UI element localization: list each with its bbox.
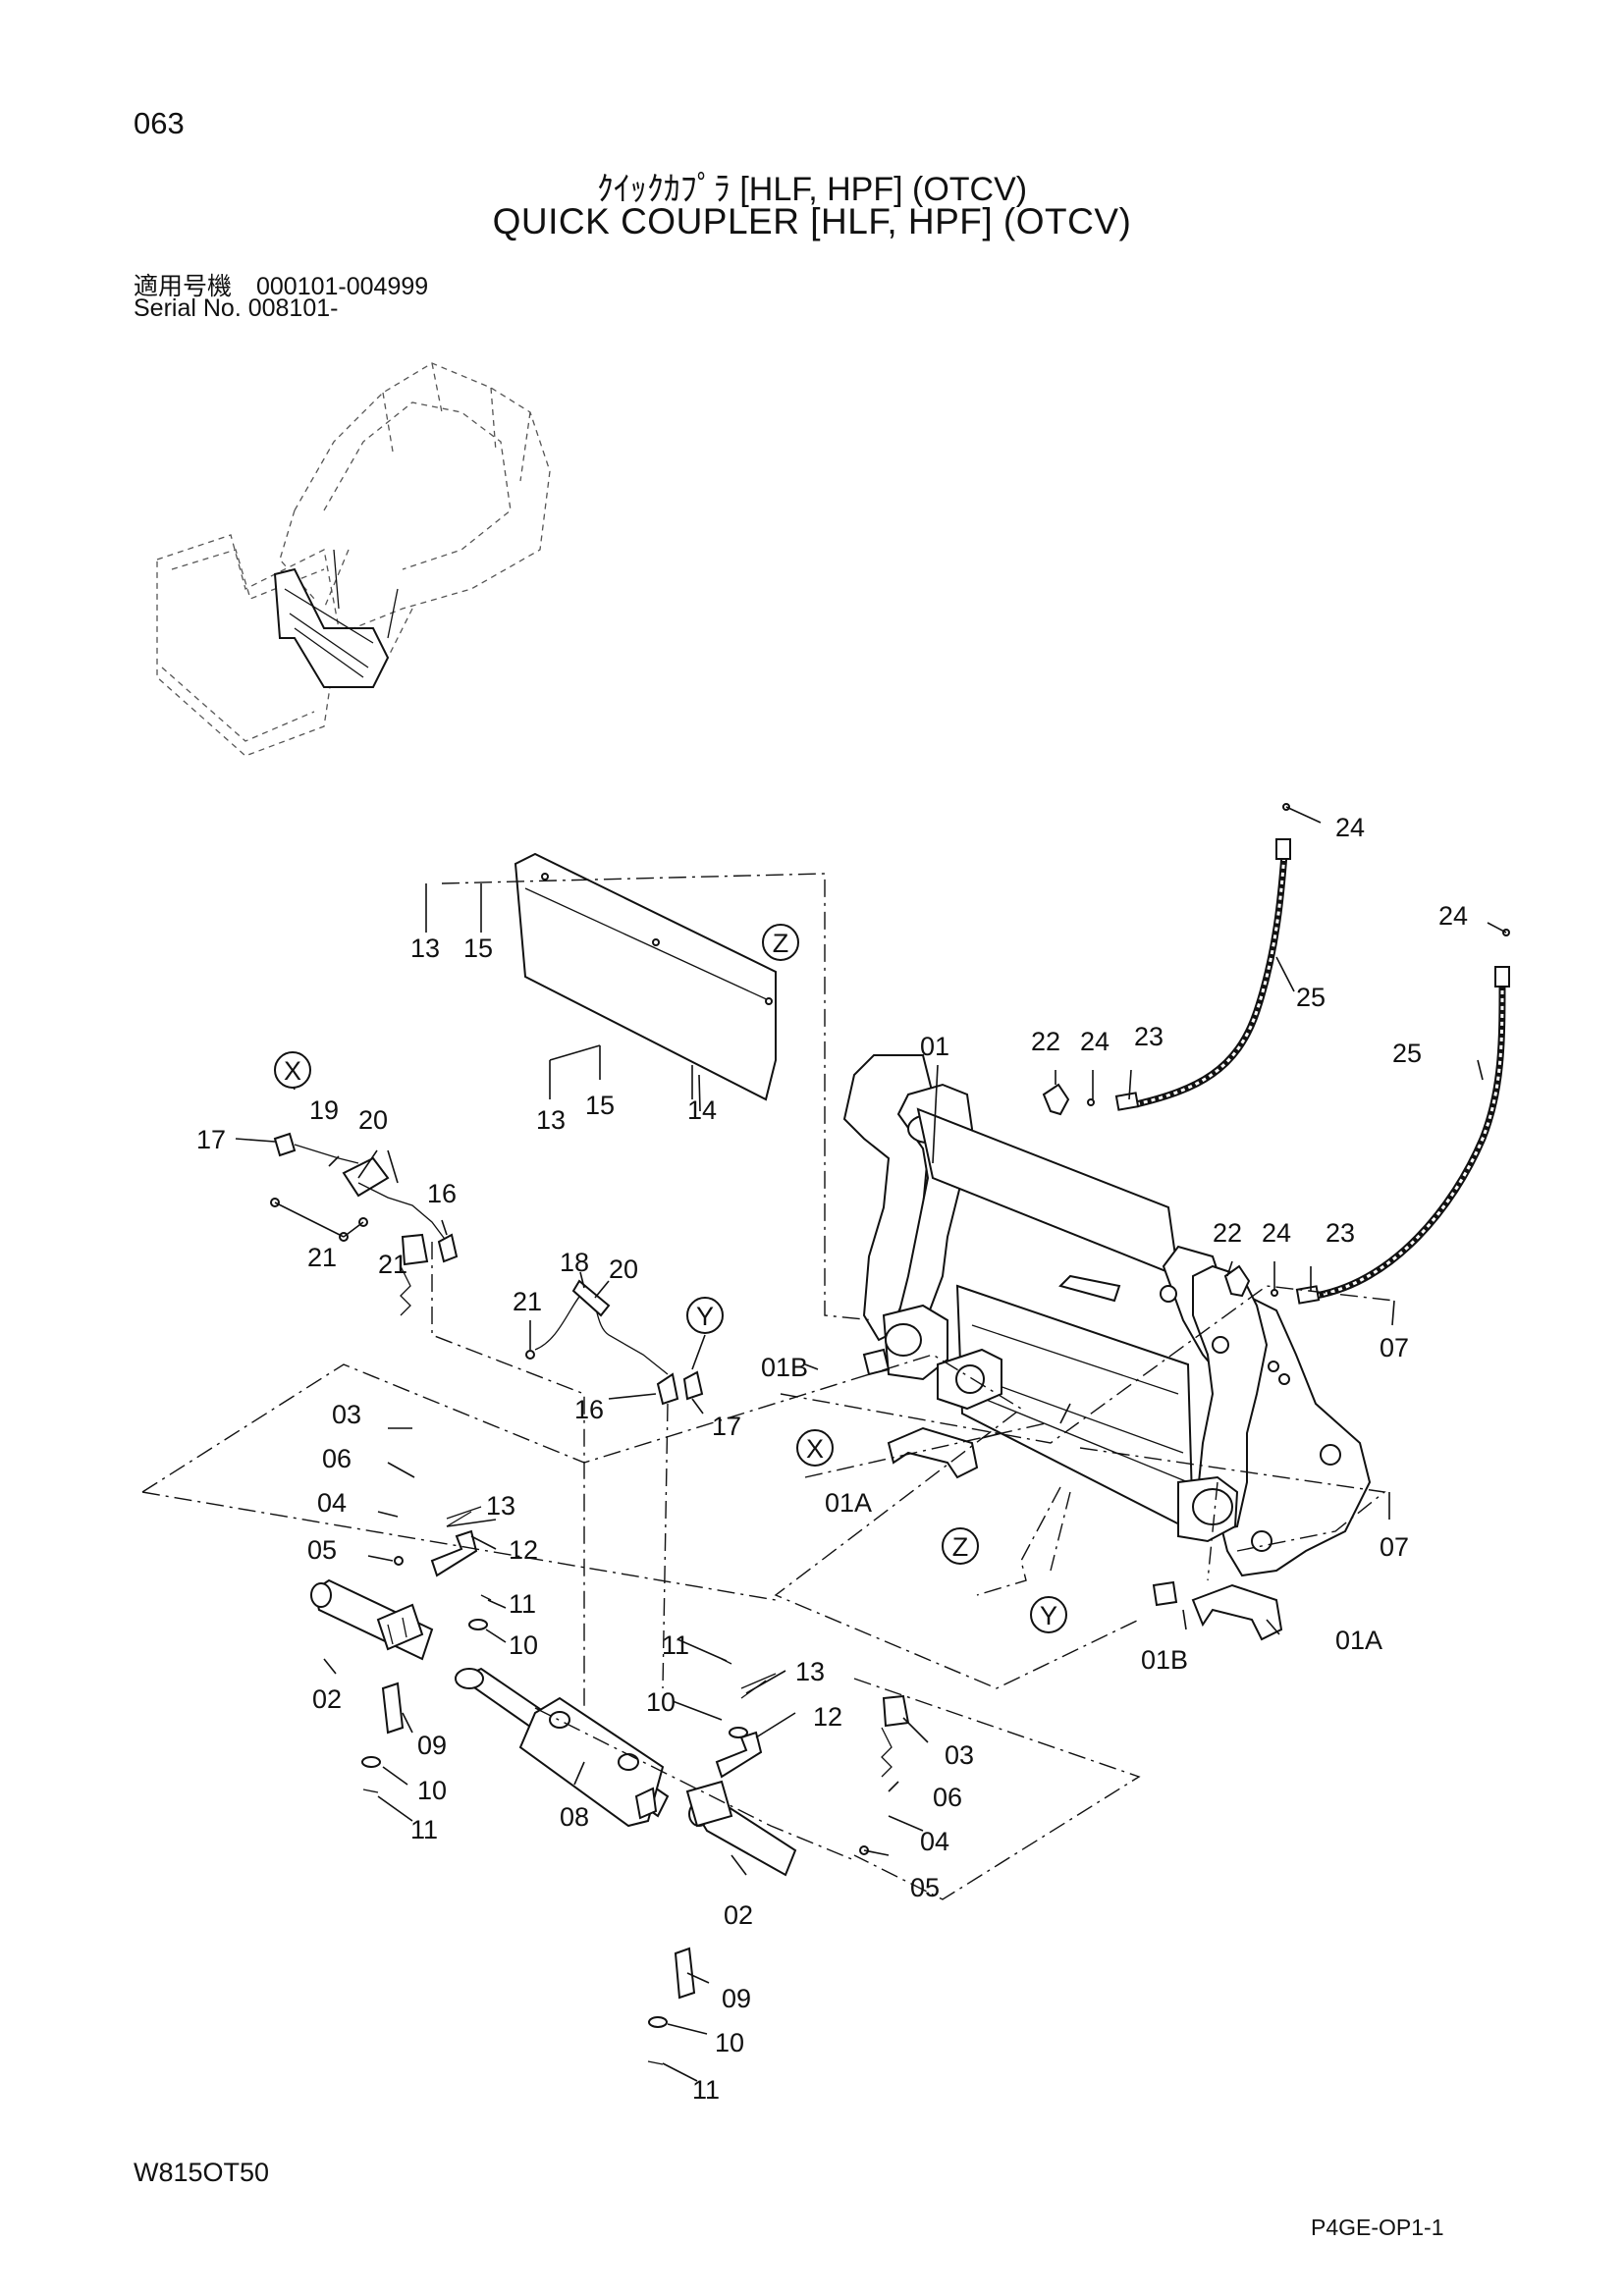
label-07: 07 (1380, 1532, 1409, 1562)
callout-x-frame: X (796, 1429, 834, 1467)
callout-x-harness: X (274, 1051, 311, 1089)
label-10: 10 (509, 1630, 538, 1660)
svg-text:X: X (284, 1056, 301, 1086)
label-02: 02 (724, 1900, 753, 1930)
label-17: 17 (712, 1412, 741, 1441)
drawing-code: W815OT50 (134, 2158, 270, 2187)
label-03: 03 (945, 1740, 974, 1770)
label-25: 25 (1392, 1039, 1422, 1068)
callout-z-frame: Z (942, 1527, 979, 1565)
label-10: 10 (417, 1776, 447, 1805)
label-04: 04 (920, 1827, 949, 1856)
label-11: 11 (509, 1589, 536, 1619)
label-01: 01 (920, 1032, 949, 1061)
label-13: 13 (536, 1105, 566, 1135)
guard-plate (514, 852, 777, 1101)
callout-z-guard: Z (762, 924, 799, 961)
page-title-japanese: ｸｲｯｸｶﾌﾟﾗ [HLF, HPF] (OTCV) (596, 171, 1028, 208)
lock-pin-left (310, 1233, 492, 1793)
label-11: 11 (410, 1815, 438, 1844)
label-03: 03 (332, 1400, 361, 1429)
label-19: 19 (309, 1095, 339, 1125)
label-01A: 01A (1335, 1626, 1382, 1655)
label-20: 20 (609, 1255, 638, 1284)
page-title: QUICK COUPLER [HLF, HPF] (OTCV) (492, 201, 1132, 241)
label-11: 11 (692, 2075, 720, 2105)
label-22: 22 (1031, 1027, 1060, 1056)
label-24: 24 (1262, 1218, 1291, 1248)
label-10: 10 (715, 2028, 744, 2057)
serial-range-japanese: 適用号機 000101-004999 (134, 273, 429, 300)
label-08: 08 (560, 1802, 589, 1832)
label-05: 05 (307, 1535, 337, 1565)
label-13: 13 (486, 1491, 515, 1521)
label-25: 25 (1296, 983, 1326, 1012)
label-10: 10 (646, 1687, 676, 1717)
label-17: 17 (196, 1125, 226, 1154)
label-24: 24 (1438, 901, 1468, 931)
svg-text:Z: Z (773, 929, 789, 958)
label-21: 21 (513, 1287, 542, 1316)
hose-assemblies (1042, 803, 1510, 1305)
label-01A: 01A (825, 1488, 872, 1518)
label-21: 21 (307, 1243, 337, 1272)
label-23: 23 (1134, 1022, 1164, 1051)
label-16: 16 (427, 1179, 457, 1208)
label-06: 06 (933, 1783, 962, 1812)
label-12: 12 (813, 1702, 842, 1732)
svg-text:Y: Y (1040, 1601, 1057, 1630)
label-05: 05 (910, 1873, 940, 1902)
callout-y-harness: Y (686, 1297, 724, 1334)
coupler-frame (842, 1054, 1372, 1641)
label-15: 15 (463, 934, 493, 963)
serial-number: Serial No. 008101- (134, 294, 339, 322)
sensor-harness-y (525, 1279, 704, 1406)
label-24: 24 (1335, 813, 1365, 842)
label-02: 02 (312, 1684, 342, 1714)
lock-pin-right (647, 1658, 910, 2065)
label-15: 15 (585, 1091, 615, 1120)
svg-text:Y: Y (696, 1302, 714, 1331)
label-24: 24 (1080, 1027, 1110, 1056)
label-20: 20 (358, 1105, 388, 1135)
label-07: 07 (1380, 1333, 1409, 1362)
svg-text:Z: Z (952, 1532, 969, 1562)
label-06: 06 (322, 1444, 352, 1473)
hydraulic-cylinder (455, 1667, 670, 1828)
machine-overview-sketch (156, 362, 551, 757)
page-number: 063 (134, 106, 185, 140)
label-09: 09 (722, 1984, 751, 2013)
label-13: 13 (795, 1657, 825, 1686)
label-09: 09 (417, 1731, 447, 1760)
callout-y-frame: Y (1030, 1596, 1067, 1633)
label-23: 23 (1326, 1218, 1355, 1248)
label-14: 14 (687, 1095, 717, 1125)
label-22: 22 (1213, 1218, 1242, 1248)
label-11: 11 (662, 1630, 689, 1660)
reference-lines (141, 873, 1395, 1900)
label-12: 12 (509, 1535, 538, 1565)
label-21: 21 (378, 1250, 407, 1279)
svg-text:X: X (806, 1434, 824, 1464)
label-01B: 01B (1141, 1645, 1188, 1675)
label-18: 18 (560, 1248, 589, 1277)
label-13: 13 (410, 934, 440, 963)
page-reference: P4GE-OP1-1 (1311, 2215, 1444, 2240)
label-04: 04 (317, 1488, 347, 1518)
part-labels: 24 24 25 25 13 15 15 13 14 01 22 24 23 2… (196, 813, 1468, 2105)
leader-lines (235, 806, 1507, 2082)
label-16: 16 (574, 1395, 604, 1424)
label-01B: 01B (761, 1353, 808, 1382)
